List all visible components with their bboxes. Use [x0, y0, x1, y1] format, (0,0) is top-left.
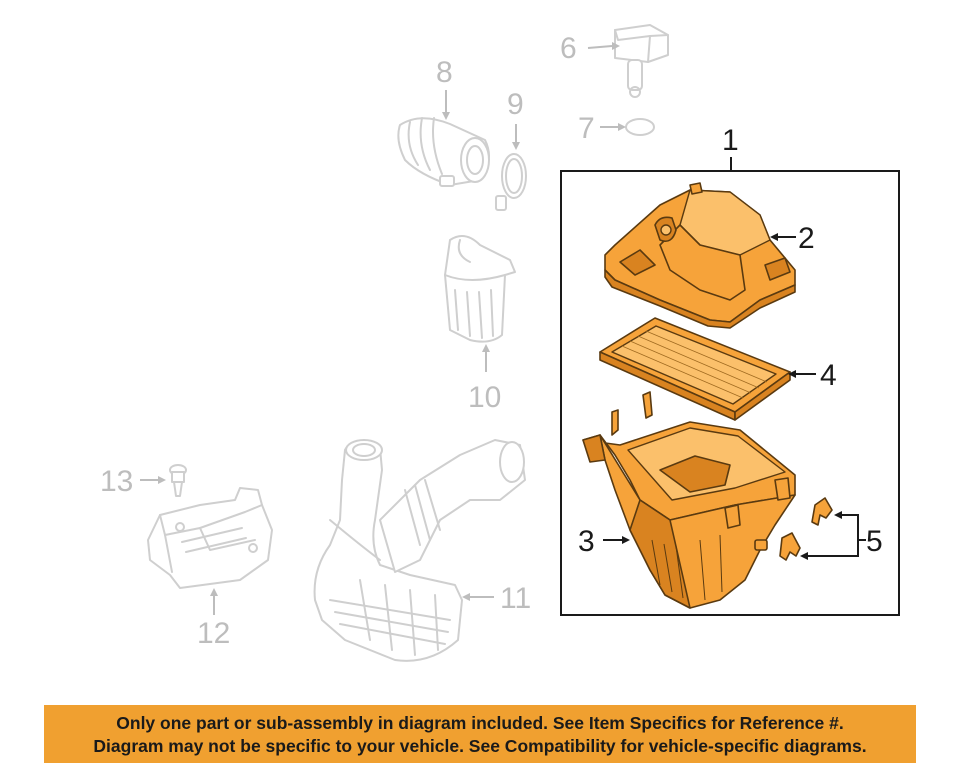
callout-13: 13	[100, 465, 133, 498]
part-6-airflow-sensor	[614, 24, 669, 98]
callout-9: 9	[507, 88, 524, 121]
part-11-lower-duct	[313, 439, 526, 662]
callout-5: 5	[866, 525, 883, 558]
callout-4: 4	[820, 359, 837, 392]
callout-2: 2	[798, 222, 815, 255]
part-13-clip	[169, 464, 187, 497]
part-5-clips	[779, 497, 833, 561]
part-7-o-ring	[625, 118, 655, 136]
disclaimer-line-1: Only one part or sub-assembly in diagram…	[116, 713, 844, 733]
callout-10: 10	[468, 381, 501, 414]
callout-1: 1	[722, 124, 739, 157]
callout-3: 3	[578, 525, 595, 558]
assembly-box	[560, 170, 900, 616]
leader-5	[808, 514, 859, 557]
parts-diagram: 6 7 8 9 10 13	[100, 24, 900, 662]
callout-8: 8	[436, 56, 453, 89]
disclaimer-line-2: Diagram may not be specific to your vehi…	[93, 736, 867, 756]
part-4-air-filter	[599, 317, 791, 421]
callout-7: 7	[578, 112, 595, 145]
housing-clips	[611, 391, 653, 436]
callout-6: 6	[560, 32, 577, 65]
part-9-hose-clamp	[495, 153, 527, 211]
callout-12: 12	[197, 617, 230, 650]
callout-11: 11	[500, 582, 531, 615]
part-2-upper-housing	[604, 182, 796, 329]
leader-6	[587, 45, 613, 49]
part-3-lower-housing	[582, 421, 796, 609]
part-10-resonator	[444, 235, 516, 343]
part-12-bracket	[147, 487, 273, 589]
part-8-intake-duct	[397, 117, 490, 187]
disclaimer-banner: Only one part or sub-assembly in diagram…	[44, 705, 916, 763]
